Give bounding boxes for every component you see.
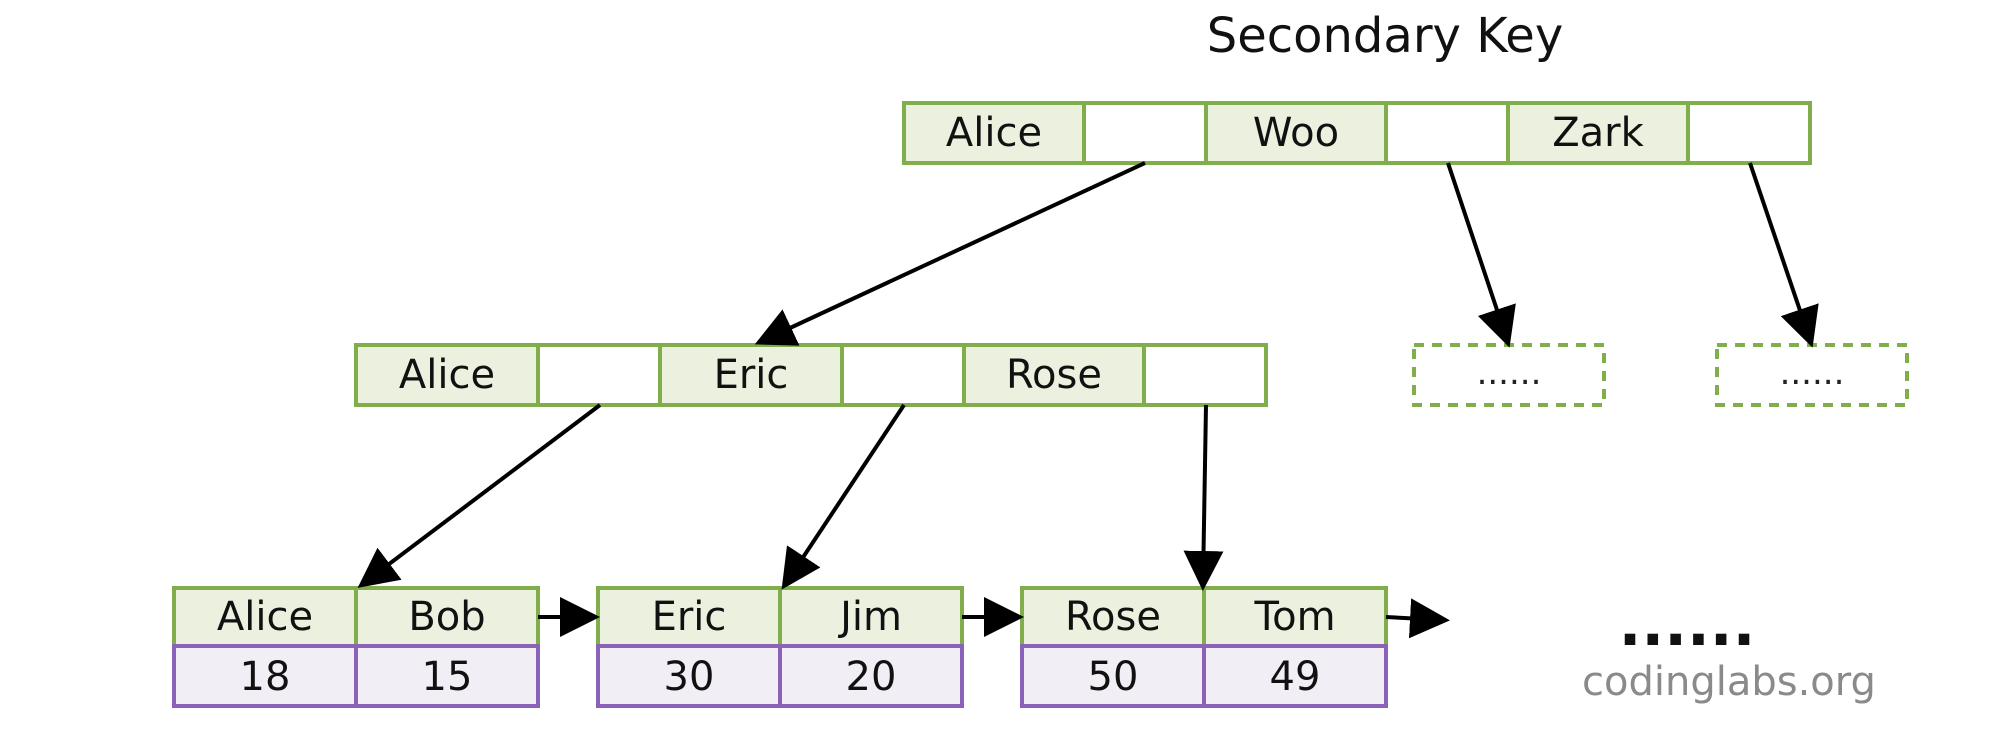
arrow-leaf-link [1385, 598, 1450, 639]
placeholder-label: ...... [1477, 353, 1542, 393]
arrow-root-to-internal [754, 161, 1146, 346]
leaf-key-label: Rose [1065, 594, 1161, 640]
leaf-value-label: 49 [1270, 654, 1321, 700]
placeholder-box [1412, 343, 1606, 407]
placeholder-node: ...... [1715, 343, 1909, 407]
leaf-key-cell [778, 586, 964, 648]
leaf-node: Eric Jim 30 20 [596, 586, 964, 708]
root-key-cell [1506, 101, 1690, 165]
root-key-cell [1204, 101, 1388, 165]
placeholder-label: ...... [1780, 353, 1845, 393]
leaf-value-label: 18 [240, 654, 291, 700]
leaf-value-label: 20 [846, 654, 897, 700]
leaf-value-cell [1202, 644, 1388, 708]
arrow-internal-to-leaf [781, 403, 906, 590]
root-pointer-cell [1686, 101, 1812, 165]
internal-key-label: Alice [399, 352, 495, 398]
watermark: codinglabs.org [1582, 659, 1876, 705]
more-leaves-marker: ...... [1619, 590, 1756, 660]
arrow-internal-to-leaf [1183, 404, 1224, 591]
leaf-value-label: 50 [1088, 654, 1139, 700]
internal-pointer-cell [840, 343, 966, 407]
arrows [357, 161, 1819, 639]
arrow-root-to-placeholder [1446, 162, 1516, 348]
root-node: Alice Woo Zark [902, 101, 1812, 165]
leaf-node: Alice Bob 18 15 [172, 586, 540, 708]
leaf-value-label: 15 [422, 654, 473, 700]
leaf-key-label: Alice [217, 594, 313, 640]
internal-node: Alice Eric Rose [354, 343, 1268, 407]
leaf-value-label: 30 [664, 654, 715, 700]
root-key-label: Alice [946, 110, 1042, 156]
internal-pointer-cell [1142, 343, 1268, 407]
root-key-cell [902, 101, 1086, 165]
leaf-value-cell [1020, 644, 1206, 708]
internal-key-cell [658, 343, 844, 407]
arrow-root-to-placeholder [1748, 162, 1819, 348]
leaf-key-label: Tom [1253, 594, 1335, 640]
placeholder-node: ...... [1412, 343, 1606, 407]
root-key-label: Zark [1552, 110, 1644, 156]
leaf-value-cell [354, 644, 540, 708]
placeholder-box [1715, 343, 1909, 407]
diagram-title: Secondary Key [1207, 8, 1563, 64]
leaf-value-cell [778, 644, 964, 708]
leaf-key-label: Jim [837, 594, 902, 640]
root-key-label: Woo [1253, 110, 1339, 156]
root-pointer-cell [1082, 101, 1208, 165]
root-pointer-cell [1384, 101, 1510, 165]
internal-key-label: Eric [714, 352, 789, 398]
leaf-node: Rose Tom 50 49 [1020, 586, 1388, 708]
internal-pointer-cell [536, 343, 662, 407]
leaf-key-cell [354, 586, 540, 648]
leaf-key-label: Eric [652, 594, 727, 640]
leaf-key-label: Bob [408, 594, 485, 640]
arrow-internal-to-leaf [357, 403, 602, 588]
internal-key-label: Rose [1006, 352, 1102, 398]
